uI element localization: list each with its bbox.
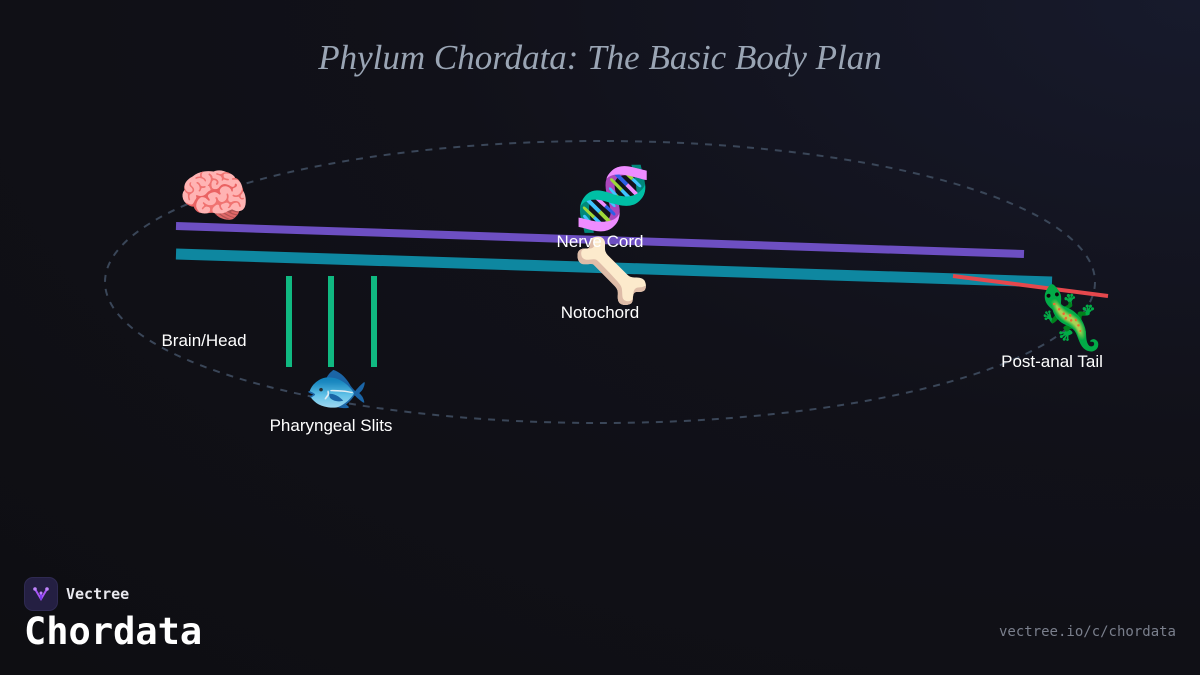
body-outline	[104, 140, 1096, 424]
nerve-cord-label: Nerve Cord	[556, 232, 644, 251]
brain-label: Brain/Head	[161, 331, 247, 350]
vectree-logo-icon	[24, 577, 58, 611]
brand-name: Vectree	[66, 585, 130, 603]
topic-title: Chordata	[24, 610, 203, 653]
dna-icon: 🧬	[574, 162, 652, 235]
source-url[interactable]: vectree.io/c/chordata	[998, 624, 1176, 640]
nerve-cord-line	[175, 222, 1025, 258]
post-anal-tail-label: Post-anal Tail	[1001, 352, 1103, 371]
pharyngeal-slits-label: Pharyngeal Slits	[269, 416, 393, 435]
bone-icon: 🦴	[573, 234, 651, 307]
page-title: Phylum Chordata: The Basic Body Plan	[318, 38, 882, 77]
brain-icon: 🧠	[178, 162, 251, 230]
brand[interactable]: Vectree	[24, 577, 129, 611]
lizard-icon: 🦎	[1030, 281, 1108, 354]
fish-icon: 🐟	[304, 358, 369, 418]
notochord-line	[175, 248, 1053, 288]
post-anal-tail-line	[952, 274, 1109, 298]
notochord-label: Notochord	[560, 303, 640, 322]
